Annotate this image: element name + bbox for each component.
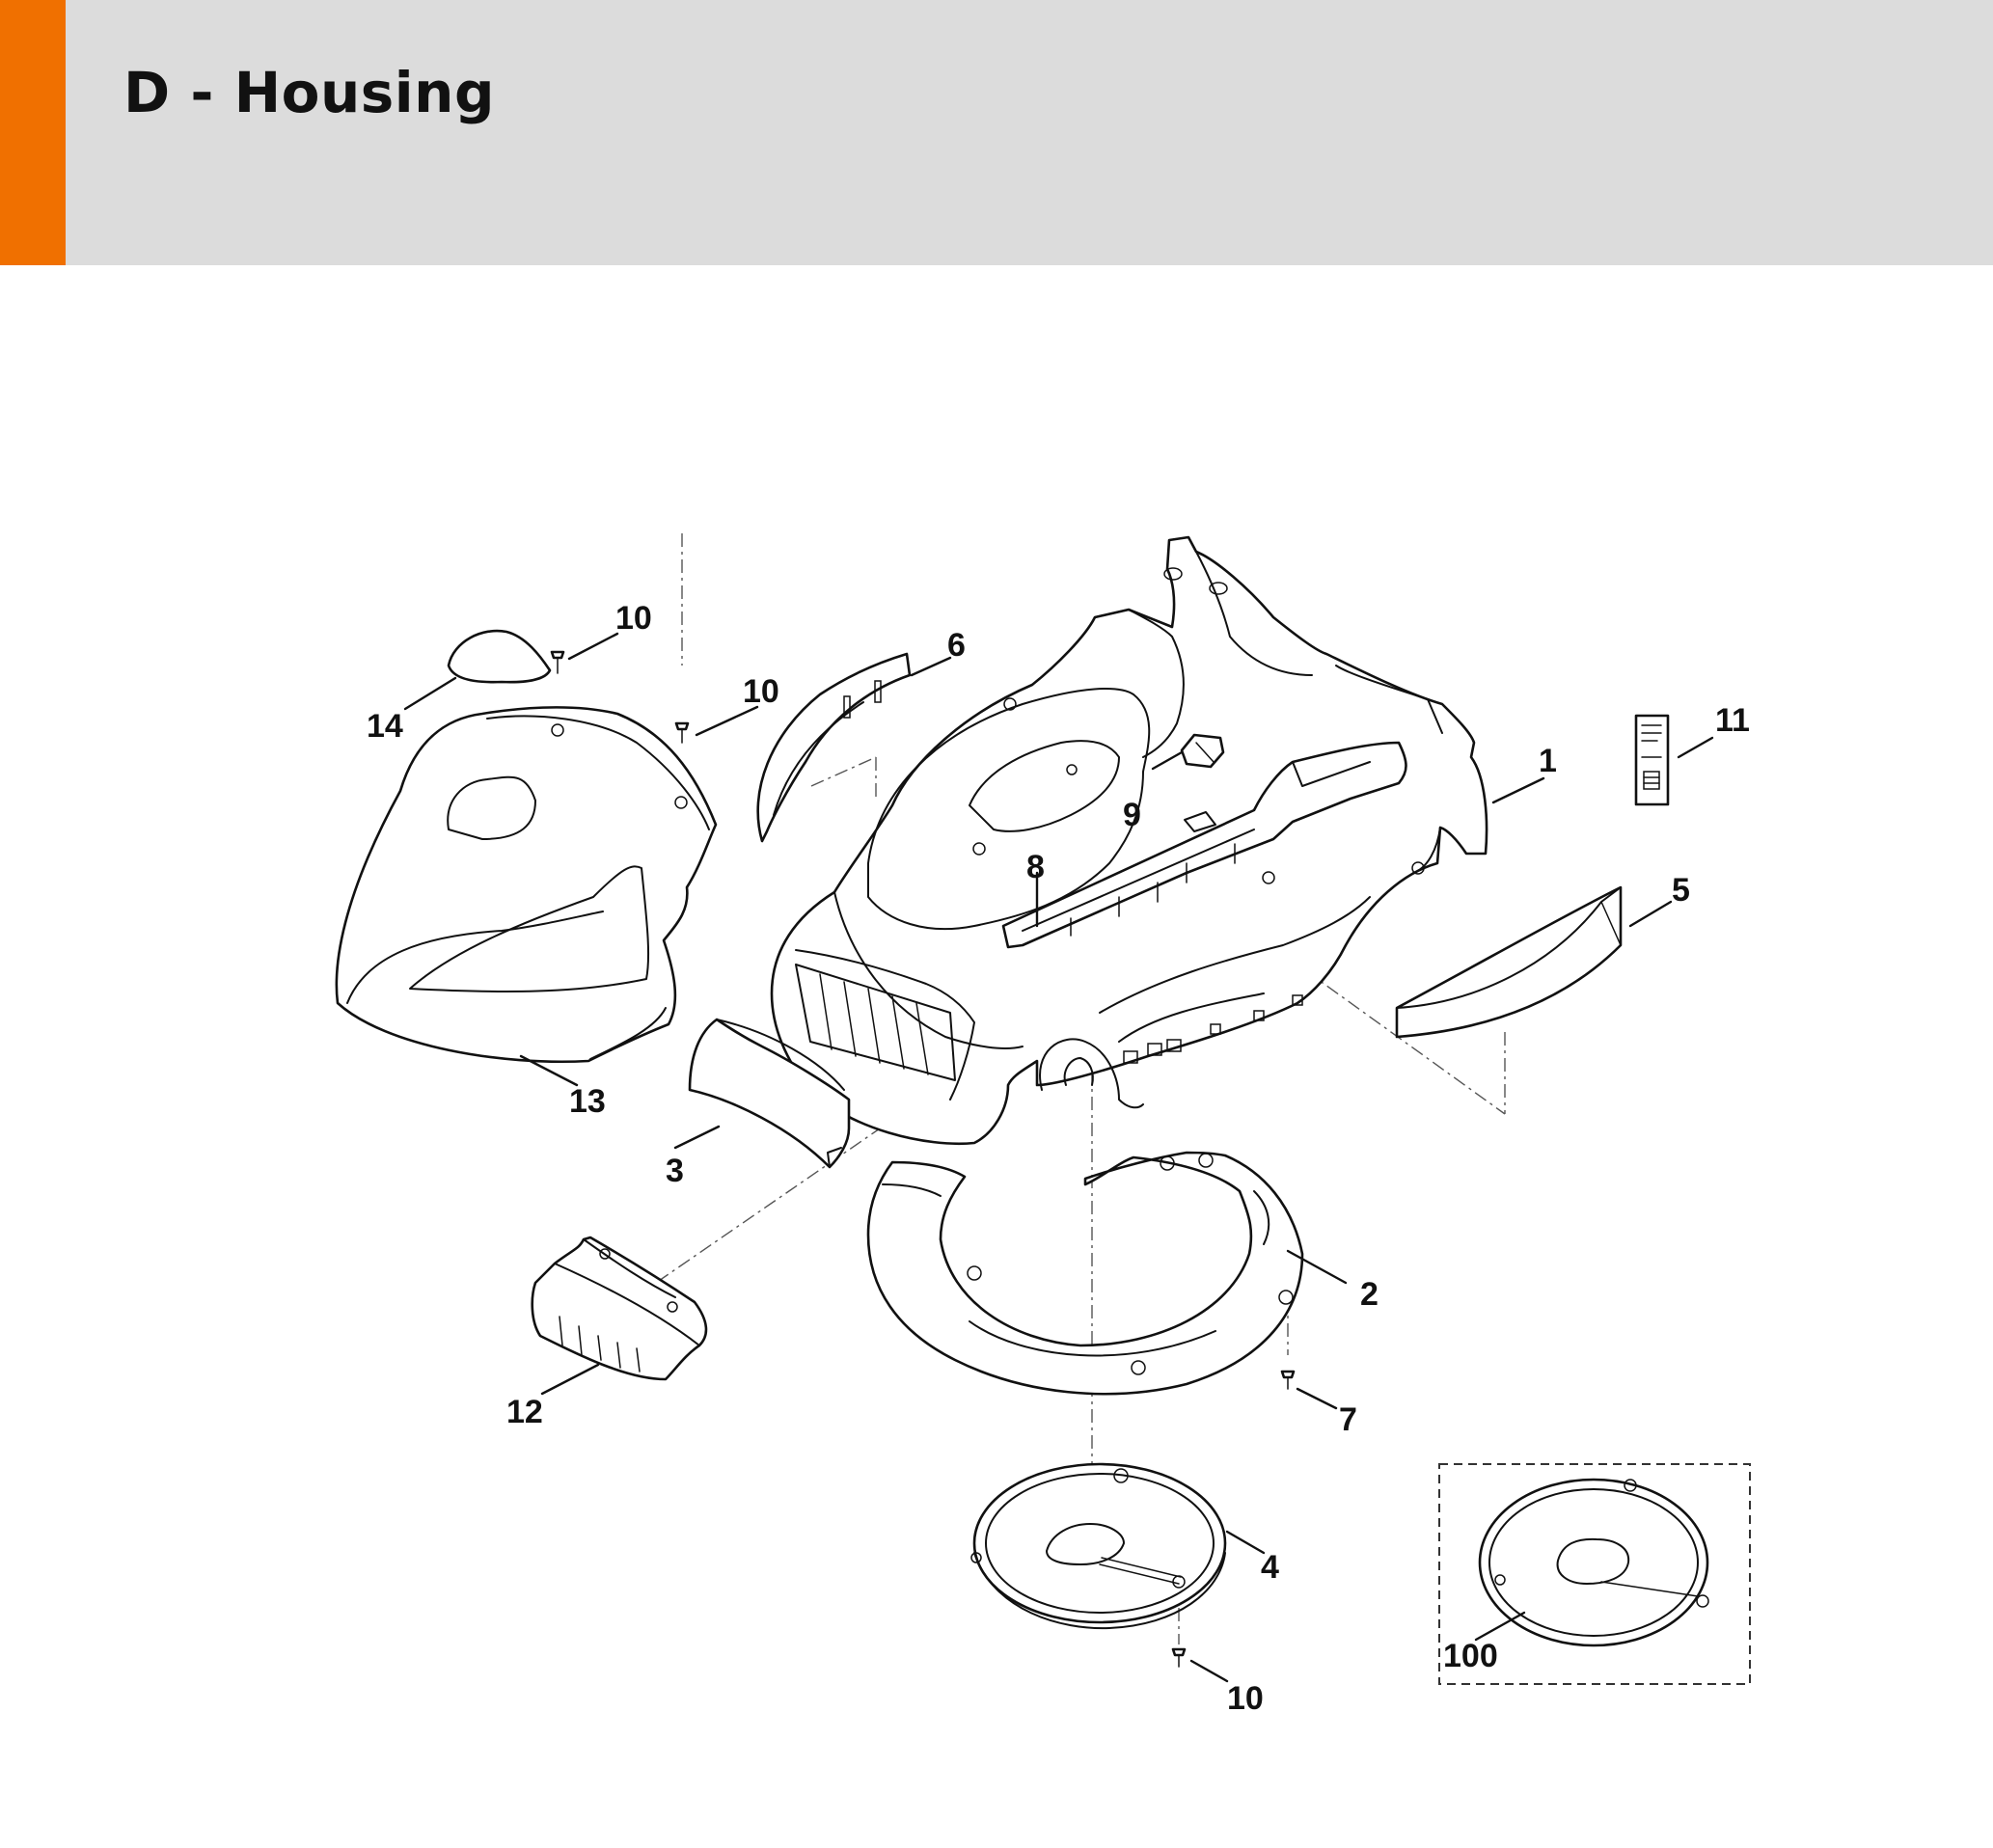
part-9-clip <box>1180 733 1225 832</box>
callout-10-bottom: 10 <box>1227 1680 1264 1717</box>
screw-10-top-right <box>674 721 690 744</box>
page-header: D - Housing <box>0 0 1993 265</box>
callout-14: 14 <box>367 708 403 745</box>
callout-5: 5 <box>1672 872 1690 909</box>
callout-100: 100 <box>1443 1638 1498 1674</box>
screw-10-top-left <box>550 650 565 674</box>
part-11-label <box>1634 714 1670 806</box>
header-accent-bar <box>0 0 66 265</box>
part-6-side-rail <box>756 652 912 843</box>
callout-10-top-right: 10 <box>743 673 779 710</box>
callout-10-top-left: 10 <box>615 600 652 637</box>
callout-7: 7 <box>1339 1401 1357 1438</box>
screw-7 <box>1280 1370 1296 1390</box>
part-13-top-cover <box>335 706 718 1064</box>
callout-9: 9 <box>1123 797 1141 833</box>
callout-3: 3 <box>666 1153 684 1189</box>
callout-1: 1 <box>1539 743 1557 779</box>
callouts: 10 10 6 9 8 1 11 5 14 13 3 12 2 7 4 10 1… <box>367 600 1750 1717</box>
part-12-mulch-insert <box>531 1236 708 1381</box>
part-14-cover-plug <box>447 629 552 684</box>
part-3-front-flap <box>688 1018 851 1169</box>
callout-4: 4 <box>1261 1549 1279 1586</box>
part-1-mower-deck <box>770 535 1488 1145</box>
callout-12: 12 <box>506 1394 543 1430</box>
page-title: D - Housing <box>123 60 495 125</box>
part-5-rear-bar <box>1395 885 1623 1039</box>
callout-2: 2 <box>1360 1276 1379 1313</box>
part-100-plate-kit <box>1438 1463 1751 1685</box>
callout-13: 13 <box>569 1083 606 1120</box>
kit-dashed-box <box>1438 1463 1751 1685</box>
callout-6: 6 <box>947 627 966 664</box>
part-8-deflector <box>1001 741 1407 949</box>
callout-11: 11 <box>1715 702 1750 739</box>
screw-10-bottom <box>1171 1647 1187 1668</box>
leader-lines <box>403 632 1714 1683</box>
callout-8: 8 <box>1026 849 1045 885</box>
part-4-cover-plate <box>970 1462 1227 1630</box>
part-2-housing-ring <box>866 1151 1304 1396</box>
